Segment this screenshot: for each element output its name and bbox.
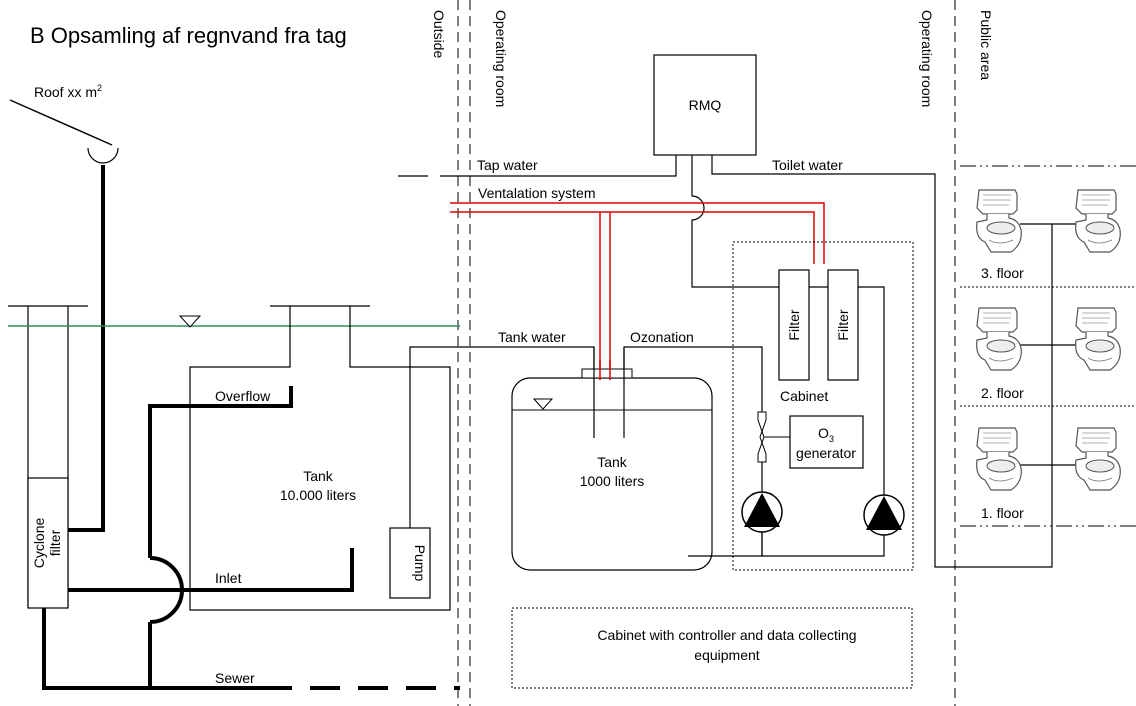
small-tank-lid	[581, 368, 633, 379]
zone-label-outside: Outside	[431, 10, 447, 58]
toilet	[976, 427, 1022, 491]
toilet	[1075, 189, 1121, 253]
ventilation-duct-outer	[450, 202, 825, 264]
filter-2-label: Filter	[835, 309, 851, 340]
floor-label-1: 1. floor	[981, 505, 1024, 521]
toilet	[1075, 427, 1121, 491]
small-tank-volume: 1000 liters	[580, 473, 645, 489]
o3-generator	[789, 415, 864, 469]
pump-label: Pump	[412, 545, 428, 582]
inlet-label: Inlet	[215, 570, 242, 586]
filter-1	[778, 269, 810, 381]
roof-label: Roof xx m2	[34, 83, 102, 100]
ozonation-label: Ozonation	[630, 329, 694, 345]
tap-water-label: Tap water	[477, 157, 538, 173]
rmq-box	[653, 54, 757, 156]
controller-cabinet	[511, 607, 913, 689]
controller-cabinet-label-2: equipment	[694, 647, 759, 663]
diagram-title: B Opsamling af regnvand fra tag	[30, 23, 347, 48]
overflow-pipe	[148, 386, 293, 558]
small-tank-label: Tank	[597, 454, 628, 470]
toilet	[976, 189, 1022, 253]
venturi-injector	[757, 411, 767, 463]
cabinet-label: Cabinet	[780, 388, 828, 404]
tank-water-label: Tank water	[498, 329, 566, 345]
cyclone-filter-label-2: filter	[47, 529, 63, 556]
overflow-label: Overflow	[215, 388, 271, 404]
rmq-label: RMQ	[689, 97, 722, 113]
toilet	[1075, 307, 1121, 371]
o3-generator-label-2: generator	[796, 445, 856, 461]
sewer-label: Sewer	[215, 670, 255, 686]
filter-1-label: Filter	[786, 309, 802, 340]
o3-generator-label: O3	[818, 425, 834, 444]
zone-label-public-area: Public area	[978, 10, 994, 80]
small-tank-level-marker	[532, 398, 554, 410]
cabinet-supply-pipe	[691, 155, 885, 504]
floor-label-3: 3. floor	[981, 265, 1024, 281]
toilet-water-pipe	[711, 155, 1053, 568]
zone-label-operating-room-right: Operating room	[919, 10, 935, 107]
roof-line	[9, 99, 113, 146]
big-tank-label: Tank	[303, 468, 334, 484]
toilet-water-label: Toilet water	[772, 157, 843, 173]
water-level-marker	[178, 315, 202, 328]
tap-water-pipe	[470, 155, 677, 177]
zone-label-operating-room-left: Operating room	[493, 10, 509, 107]
cyclone-filter	[27, 477, 69, 609]
ventilation-label: Ventalation system	[478, 185, 596, 201]
sewer-pipe	[42, 608, 262, 690]
inlet-pipe-end	[150, 548, 354, 592]
controller-cabinet-label: Cabinet with controller and data collect…	[597, 627, 856, 643]
cabinet-enclosure	[732, 241, 914, 571]
filter-2	[827, 269, 859, 381]
toilet	[976, 307, 1022, 371]
cyclone-filter-label: Cyclone	[31, 518, 47, 569]
ventilation-duct-inner	[450, 211, 815, 264]
big-tank-volume: 10.000 liters	[280, 487, 356, 503]
downpipe	[68, 165, 105, 532]
floor-label-2: 2. floor	[981, 385, 1024, 401]
roof-gutter	[87, 147, 119, 164]
